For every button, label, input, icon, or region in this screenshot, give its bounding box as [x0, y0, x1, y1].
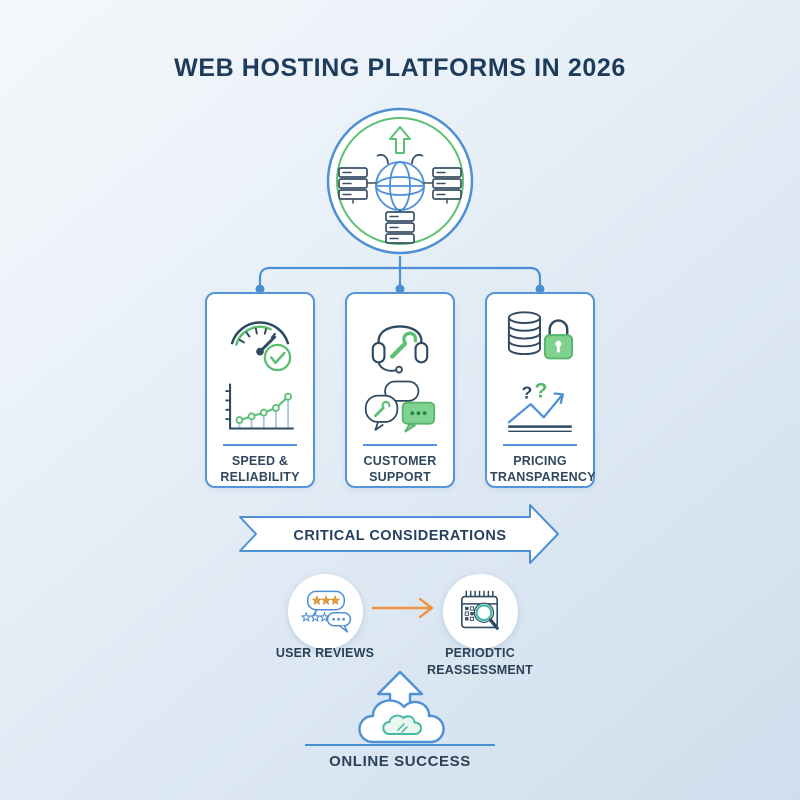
- speedometer-check-icon: [230, 321, 292, 372]
- question-mark-glyph: ?: [521, 383, 532, 403]
- critical-considerations-banner-arrow: [239, 504, 559, 564]
- tree-connector-lines: [255, 256, 545, 294]
- chat-bubbles-wrench-icon: [364, 380, 436, 433]
- process-circle-periodic-reassessment: [443, 574, 518, 649]
- cloud-up-arrow-icon: [358, 670, 445, 744]
- process-circle-user-reviews: [288, 574, 363, 649]
- footer-label: ONLINE SUCCESS: [329, 753, 471, 770]
- card-speed-reliability: SPEED & RELIABILITY: [205, 292, 315, 488]
- process-label-periodic-reassessment: PERIODTIC REASSESSMENT: [427, 646, 533, 677]
- trend-question-icon: ? ?: [507, 379, 572, 432]
- headset-wrench-icon: [371, 325, 429, 374]
- card-label-pricing-transparency: PRICING TRANSPARENCY: [490, 454, 596, 485]
- card-divider: [503, 444, 577, 446]
- card-label-speed-reliability: SPEED & RELIABILITY: [220, 454, 300, 485]
- card-customer-support: CUSTOMER SUPPORT: [345, 292, 455, 488]
- question-mark-glyph: ?: [534, 379, 547, 403]
- banner-label: CRITICAL CONSIDERATIONS: [293, 528, 507, 544]
- calendar-magnifier-icon: [460, 590, 499, 630]
- card-divider: [223, 444, 297, 446]
- card-pricing-transparency: ? ? PRICING TRANSPARENCY: [485, 292, 595, 488]
- page-title: WEB HOSTING PLATFORMS IN 2026: [174, 54, 626, 82]
- process-label-user-reviews: USER REVIEWS: [275, 646, 375, 660]
- right-arrow-icon: [371, 597, 434, 619]
- hosting-network-globe-icon: [326, 107, 474, 255]
- card-divider: [363, 444, 437, 446]
- card-label-customer-support: CUSTOMER SUPPORT: [363, 454, 437, 485]
- coins-padlock-icon: [507, 311, 574, 360]
- footer-divider-line: [305, 744, 495, 746]
- growth-line-chart-icon: [225, 383, 294, 430]
- review-star-bubbles-icon: [300, 590, 351, 633]
